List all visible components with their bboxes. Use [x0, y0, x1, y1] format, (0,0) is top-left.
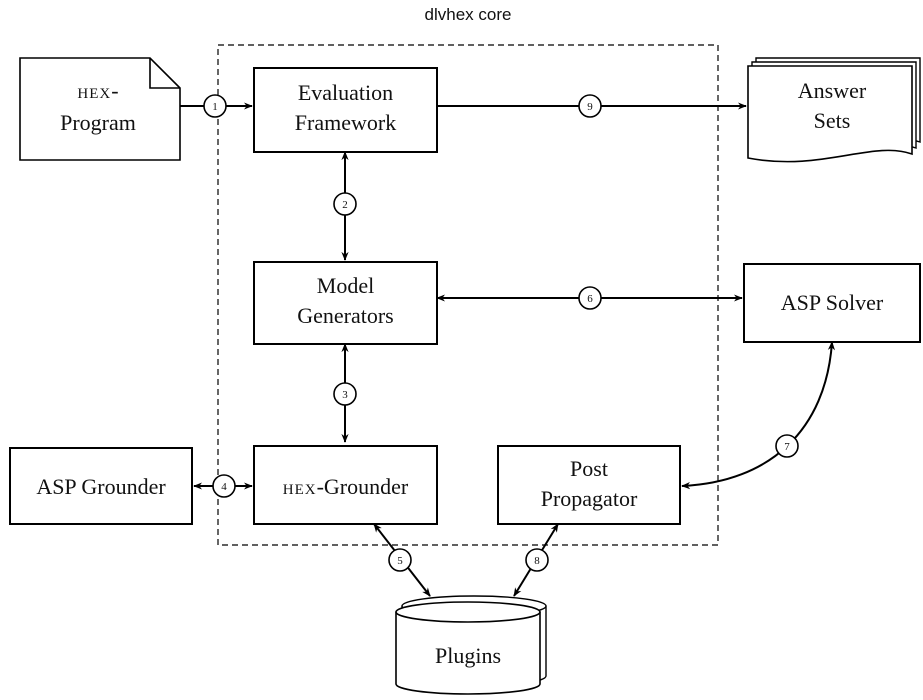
post-propagator-box	[497, 445, 681, 525]
edge-badges: 1 2 3 4 5 6 7 8 9	[203, 94, 799, 572]
node-hex-program: HEX- Program	[19, 57, 181, 161]
plugins-cylinder	[395, 612, 541, 695]
node-answer-sets: Answer Sets	[747, 57, 921, 163]
node-asp-grounder: ASP Grounder	[9, 447, 193, 525]
hex-grounder-label: HEX-Grounder	[283, 474, 409, 499]
node-post-propagator: Post Propagator	[497, 445, 681, 525]
evaluation-framework-line1: Evaluation	[298, 80, 393, 105]
model-generators-line1: Model	[317, 273, 374, 298]
svg-text:4: 4	[221, 481, 227, 493]
svg-text:1: 1	[212, 101, 218, 113]
document-shape	[19, 57, 181, 161]
edge-5-badge: 5	[388, 548, 412, 572]
hex-program-line2: Program	[60, 110, 136, 135]
asp-grounder-label: ASP Grounder	[36, 474, 166, 499]
svg-text:6: 6	[587, 293, 593, 305]
plugins-cylinder-top	[395, 601, 541, 623]
core-label: dlvhex core	[425, 5, 512, 24]
evaluation-framework-box	[253, 67, 438, 153]
answer-sets-shape	[747, 65, 913, 163]
node-evaluation-framework: Evaluation Framework	[253, 67, 438, 153]
edge-7-badge: 7	[775, 434, 799, 458]
edge-2-badge: 2	[333, 192, 357, 216]
answer-sets-line2: Sets	[814, 108, 851, 133]
svg-text:3: 3	[342, 389, 348, 401]
edge-3-badge: 3	[333, 382, 357, 406]
svg-text:9: 9	[587, 101, 593, 113]
plugins-label: Plugins	[435, 643, 501, 668]
node-asp-solver: ASP Solver	[743, 263, 921, 343]
edge-6-badge: 6	[578, 286, 602, 310]
asp-grounder-box	[9, 447, 193, 525]
edge-7-line	[681, 341, 836, 490]
document-fold	[149, 58, 180, 89]
model-generators-box	[253, 261, 438, 345]
node-hex-grounder: HEX-Grounder	[253, 445, 438, 525]
hex-program-line1: HEX-	[77, 78, 118, 103]
node-model-generators: Model Generators	[253, 261, 438, 345]
edge-4-badge: 4	[212, 474, 236, 498]
svg-text:2: 2	[342, 199, 348, 211]
edge-9-badge: 9	[578, 94, 602, 118]
svg-text:7: 7	[784, 441, 790, 453]
asp-solver-box	[743, 263, 921, 343]
evaluation-framework-line2: Framework	[295, 110, 396, 135]
model-generators-line2: Generators	[297, 303, 394, 328]
svg-text:8: 8	[534, 555, 540, 567]
edge-1-badge: 1	[203, 94, 227, 118]
svg-text:5: 5	[397, 555, 403, 567]
post-propagator-line2: Propagator	[541, 486, 638, 511]
asp-solver-label: ASP Solver	[781, 290, 884, 315]
answer-sets-line1: Answer	[798, 78, 867, 103]
post-propagator-line1: Post	[570, 456, 608, 481]
node-plugins: Plugins	[395, 595, 547, 695]
hex-grounder-box	[253, 445, 438, 525]
edge-8-badge: 8	[525, 548, 549, 572]
